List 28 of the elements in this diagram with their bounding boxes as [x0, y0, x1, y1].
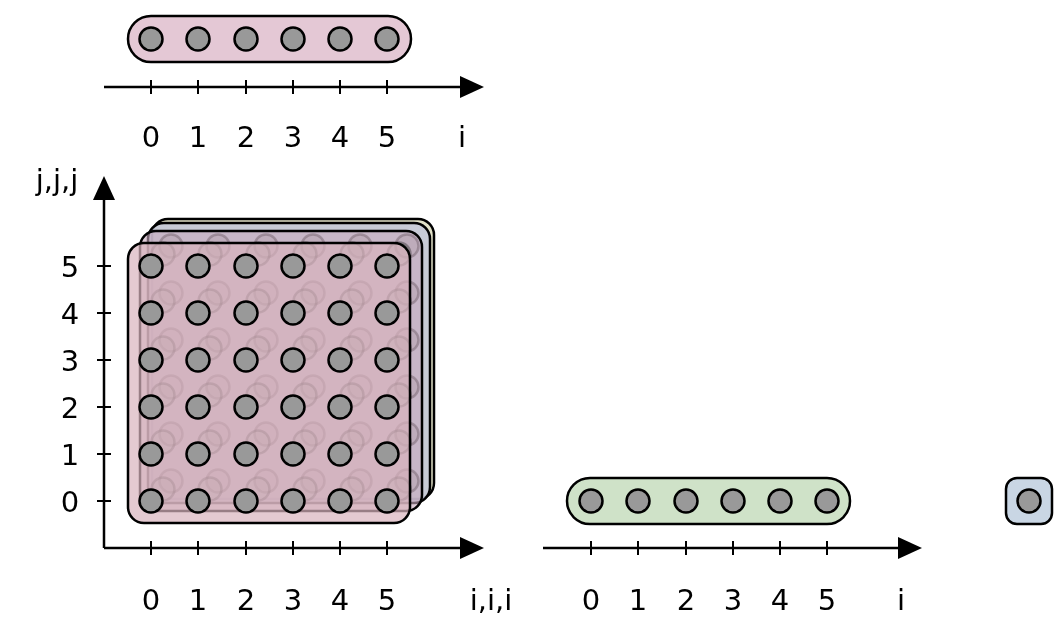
tick-label: 2 — [236, 583, 256, 617]
tick-label: 0 — [141, 120, 161, 154]
axis-label: j,j,j — [35, 163, 79, 197]
tick-label: 3 — [723, 583, 743, 617]
tick-label: 4 — [770, 583, 790, 617]
tick-label: 1 — [628, 583, 648, 617]
tick-label: 3 — [60, 344, 80, 378]
tick-label: 0 — [581, 583, 601, 617]
tick-label: 5 — [377, 120, 397, 154]
tick-label: 1 — [188, 583, 208, 617]
axis-label: i,i,i — [469, 583, 513, 617]
tick-label: 5 — [377, 583, 397, 617]
tick-label: 4 — [60, 297, 80, 331]
tick-label: 5 — [60, 250, 80, 284]
axis-label: i — [457, 120, 467, 154]
tick-label: 3 — [283, 120, 303, 154]
tick-label: 5 — [817, 583, 837, 617]
tick-label: 4 — [330, 583, 350, 617]
tick-label: 0 — [141, 583, 161, 617]
tick-label: 3 — [283, 583, 303, 617]
tick-label: 1 — [60, 438, 80, 472]
tick-label: 2 — [60, 391, 80, 425]
axis-label: i — [896, 583, 906, 617]
tick-label: 1 — [188, 120, 208, 154]
tick-label: 4 — [330, 120, 350, 154]
tick-label: 2 — [676, 583, 696, 617]
tick-label: 0 — [60, 485, 80, 519]
tick-label: 2 — [236, 120, 256, 154]
